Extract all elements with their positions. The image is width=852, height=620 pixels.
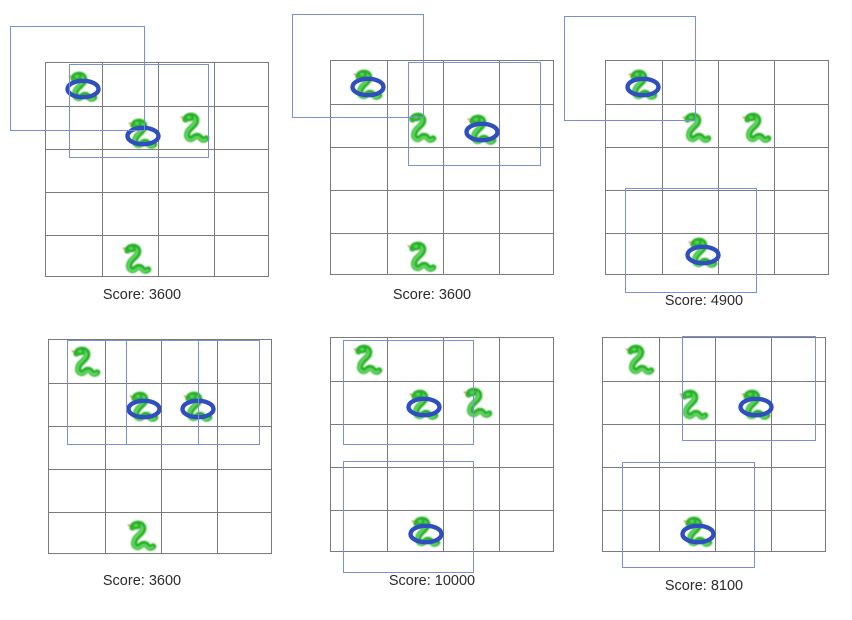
- grid-line-vertical: [659, 338, 660, 551]
- snake-icon[interactable]: [346, 341, 390, 381]
- score-label: Score: 10000: [388, 573, 476, 589]
- grid-line-horizontal: [49, 426, 271, 427]
- snake-icon[interactable]: [120, 517, 164, 557]
- grid-line-vertical: [774, 61, 775, 274]
- snake-icon[interactable]: [115, 240, 159, 280]
- snake-icon[interactable]: [618, 341, 662, 381]
- snake-ringed-icon[interactable]: [402, 386, 446, 426]
- score-label: Score: 8100: [664, 578, 744, 594]
- grid-line-horizontal: [606, 233, 828, 234]
- board-panel-5: Score: 10000: [290, 315, 574, 620]
- score-label: Score: 3600: [392, 287, 472, 303]
- snake-icon[interactable]: [64, 343, 108, 383]
- game-board-grid[interactable]: [605, 60, 829, 275]
- grid-line-vertical: [217, 340, 218, 553]
- grid-line-horizontal: [606, 147, 828, 148]
- grid-line-horizontal: [603, 381, 825, 382]
- grid-line-vertical: [158, 63, 159, 276]
- snake-icon[interactable]: [400, 109, 444, 149]
- grid-line-horizontal: [331, 233, 553, 234]
- grid-line-vertical: [161, 340, 162, 553]
- snake-icon[interactable]: [456, 384, 500, 424]
- grid-line-horizontal: [331, 510, 553, 511]
- snake-icon[interactable]: [400, 238, 444, 278]
- grid-line-horizontal: [331, 190, 553, 191]
- score-label: Score: 3600: [102, 287, 182, 303]
- grid-line-vertical: [387, 61, 388, 274]
- grid-line-horizontal: [331, 467, 553, 468]
- grid-line-horizontal: [331, 104, 553, 105]
- grid-line-vertical: [499, 61, 500, 274]
- grid-line-horizontal: [606, 104, 828, 105]
- board-panel-1: Score: 3600: [0, 0, 284, 305]
- grid-line-horizontal: [46, 192, 268, 193]
- game-board-grid[interactable]: [330, 60, 554, 275]
- grid-line-horizontal: [49, 469, 271, 470]
- board-panel-3: Score: 4900: [562, 0, 846, 309]
- snake-icon[interactable]: [675, 109, 719, 149]
- grid-line-horizontal: [46, 106, 268, 107]
- game-board-grid[interactable]: [45, 62, 269, 277]
- grid-line-vertical: [102, 63, 103, 276]
- snake-icon[interactable]: [735, 109, 779, 149]
- snake-ringed-icon[interactable]: [121, 115, 165, 155]
- snake-ringed-icon[interactable]: [122, 388, 166, 428]
- game-board-grid[interactable]: [602, 337, 826, 552]
- grid-line-horizontal: [603, 510, 825, 511]
- snake-ringed-icon[interactable]: [61, 68, 105, 108]
- grid-line-vertical: [214, 63, 215, 276]
- snake-ringed-icon[interactable]: [404, 513, 448, 553]
- snake-ringed-icon[interactable]: [346, 66, 390, 106]
- snake-ringed-icon[interactable]: [621, 66, 665, 106]
- grid-line-horizontal: [46, 235, 268, 236]
- grid-line-horizontal: [606, 190, 828, 191]
- grid-line-horizontal: [603, 467, 825, 468]
- grid-line-vertical: [499, 338, 500, 551]
- grid-line-vertical: [105, 340, 106, 553]
- grid-line-horizontal: [331, 147, 553, 148]
- grid-line-horizontal: [49, 512, 271, 513]
- snake-ringed-icon[interactable]: [176, 388, 220, 428]
- snake-icon[interactable]: [173, 109, 217, 149]
- grid-line-vertical: [718, 61, 719, 274]
- snake-icon[interactable]: [672, 386, 716, 426]
- board-panel-4: Score: 3600: [0, 315, 284, 620]
- score-label: Score: 3600: [102, 573, 182, 589]
- grid-line-horizontal: [46, 149, 268, 150]
- snake-ringed-icon[interactable]: [460, 111, 504, 151]
- score-label: Score: 4900: [664, 293, 744, 309]
- grid-line-vertical: [771, 338, 772, 551]
- snake-ringed-icon[interactable]: [734, 386, 778, 426]
- grid-line-vertical: [443, 61, 444, 274]
- snake-ringed-icon[interactable]: [681, 234, 725, 274]
- snake-ringed-icon[interactable]: [676, 513, 720, 553]
- grid-line-horizontal: [49, 383, 271, 384]
- board-panel-6: Score: 8100: [562, 315, 846, 620]
- board-panel-2: Score: 3600: [290, 0, 574, 305]
- grid-line-vertical: [662, 61, 663, 274]
- grid-line-horizontal: [603, 424, 825, 425]
- grid-line-vertical: [715, 338, 716, 551]
- grid-line-horizontal: [331, 424, 553, 425]
- grid-line-horizontal: [331, 381, 553, 382]
- game-board-grid[interactable]: [48, 339, 272, 554]
